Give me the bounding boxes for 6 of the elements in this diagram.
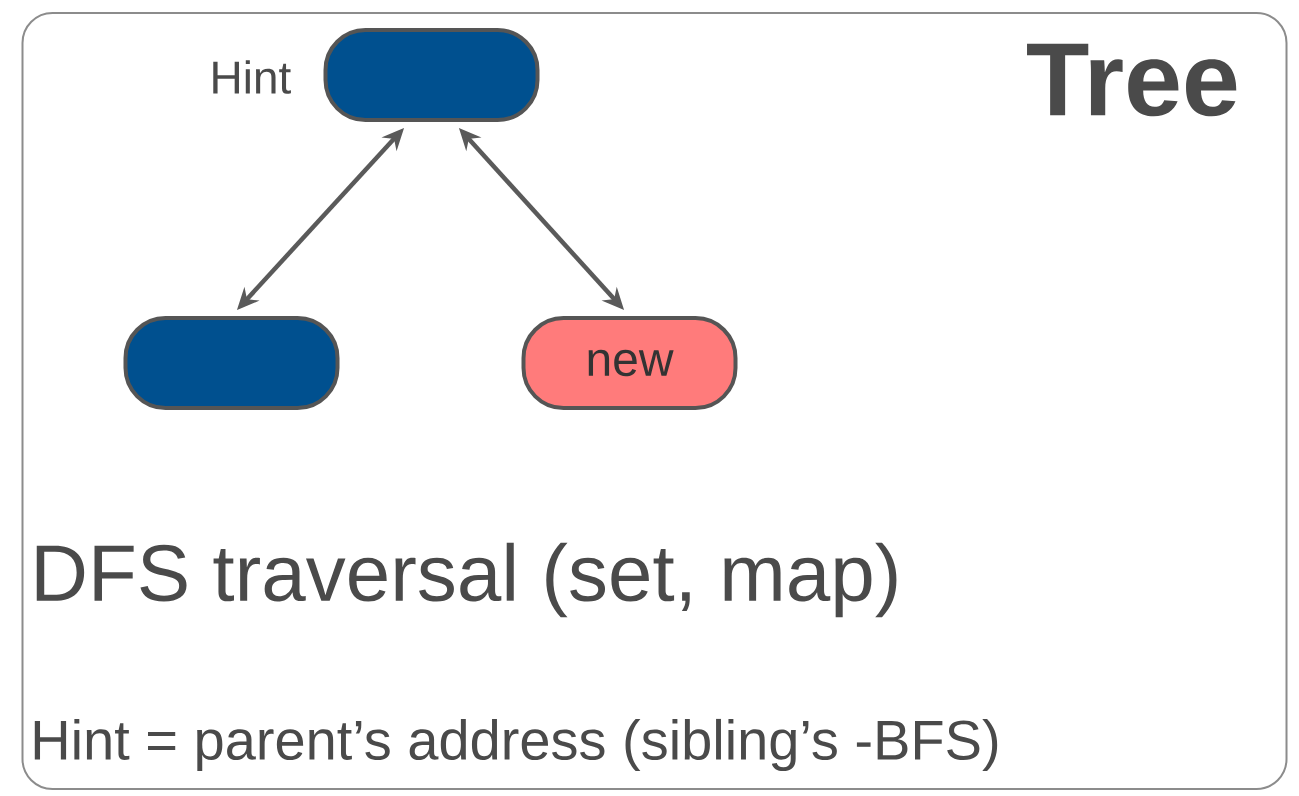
title: Tree	[1027, 43, 1237, 117]
side-label: Hint	[213, 60, 291, 94]
caption-text: Hint = parent’s address (sibling’s -BFS)	[34, 718, 998, 772]
heading-text: DFS traversal (set, map)	[36, 542, 897, 618]
pill-node: new	[521, 316, 738, 410]
pill-node	[123, 316, 340, 410]
